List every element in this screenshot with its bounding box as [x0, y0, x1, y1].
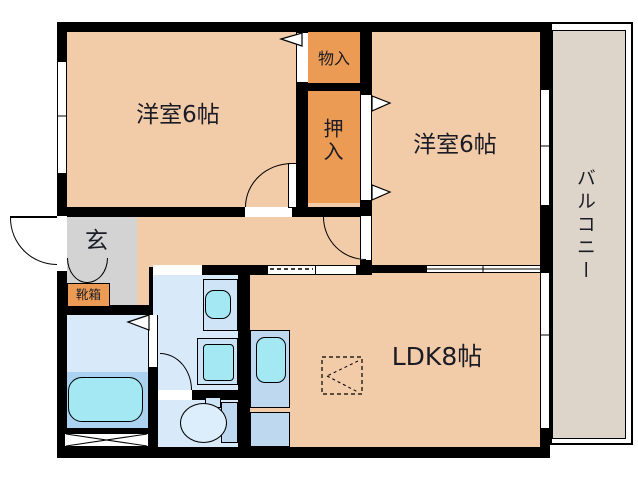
- kitchen-sink: [256, 337, 286, 383]
- refrigerator-chevron-2: [326, 375, 359, 393]
- bedroom2-balcony-window: [540, 90, 550, 205]
- storage-label: 物入: [317, 49, 350, 68]
- washroom-entry-opening: [153, 265, 202, 275]
- ldk-label: LDK8帖: [391, 342, 483, 371]
- storage-floor: [308, 32, 360, 83]
- entrance-label: 玄: [85, 228, 108, 254]
- bedroom1-label: 洋室6帖: [136, 102, 220, 128]
- closet-floor: [308, 91, 360, 203]
- closet-door-triangle-lower: [371, 184, 392, 201]
- wall-washroom-west: [149, 267, 153, 315]
- washing-machine-pan-inner: [203, 344, 234, 381]
- wall-hall-north: [57, 207, 372, 217]
- shoe-cabinet-label: 靴箱: [75, 287, 101, 302]
- wall-bath-east: [148, 367, 158, 447]
- entrance-door-gap: [57, 216, 67, 271]
- ldk-entry-slider: [315, 266, 357, 274]
- wall-washroom-east: [238, 267, 250, 447]
- wall-bottom: [57, 447, 550, 458]
- closet-door-triangle-upper: [371, 95, 392, 112]
- refrigerator-chevron-1: [326, 360, 359, 377]
- entrance-door-leaf: [10, 216, 57, 218]
- wall-top: [57, 22, 550, 32]
- ldk-balcony-window: [540, 273, 550, 428]
- closet-door-strip: [361, 95, 371, 200]
- bedroom1-door-gap: [245, 207, 292, 217]
- bedroom1-window: [57, 62, 67, 173]
- balcony-floor: [552, 30, 626, 439]
- wall-right: [540, 22, 550, 458]
- shoe-cabinet: [67, 283, 110, 307]
- ldk-entry-opening: [268, 266, 315, 274]
- storage-door-strip: [297, 33, 308, 82]
- toilet-door-gap: [158, 390, 192, 400]
- bathtub: [68, 377, 143, 422]
- bathroom-door-strip: [148, 315, 158, 367]
- bathroom-door-triangle: [126, 314, 150, 331]
- wall-washroom-north: [202, 265, 240, 275]
- balcony-label: バルコニー: [573, 168, 596, 283]
- vanity-basin: [205, 290, 231, 319]
- wall-bath-north: [57, 305, 150, 315]
- bedroom2-label: 洋室6帖: [413, 132, 497, 158]
- bedroom2-door-gap: [361, 216, 371, 260]
- kitchen-counter-lower: [250, 412, 290, 447]
- wall-storage-closet-divider: [308, 83, 360, 91]
- wall-bath-vent-top: [65, 428, 148, 433]
- toilet-bowl: [180, 403, 227, 443]
- refrigerator-space: [321, 356, 363, 395]
- storage-door-triangle: [278, 32, 303, 47]
- vent-x-line2: [65, 433, 148, 447]
- wall-toilet-divider: [192, 390, 238, 400]
- closet-label: 押入: [320, 118, 344, 164]
